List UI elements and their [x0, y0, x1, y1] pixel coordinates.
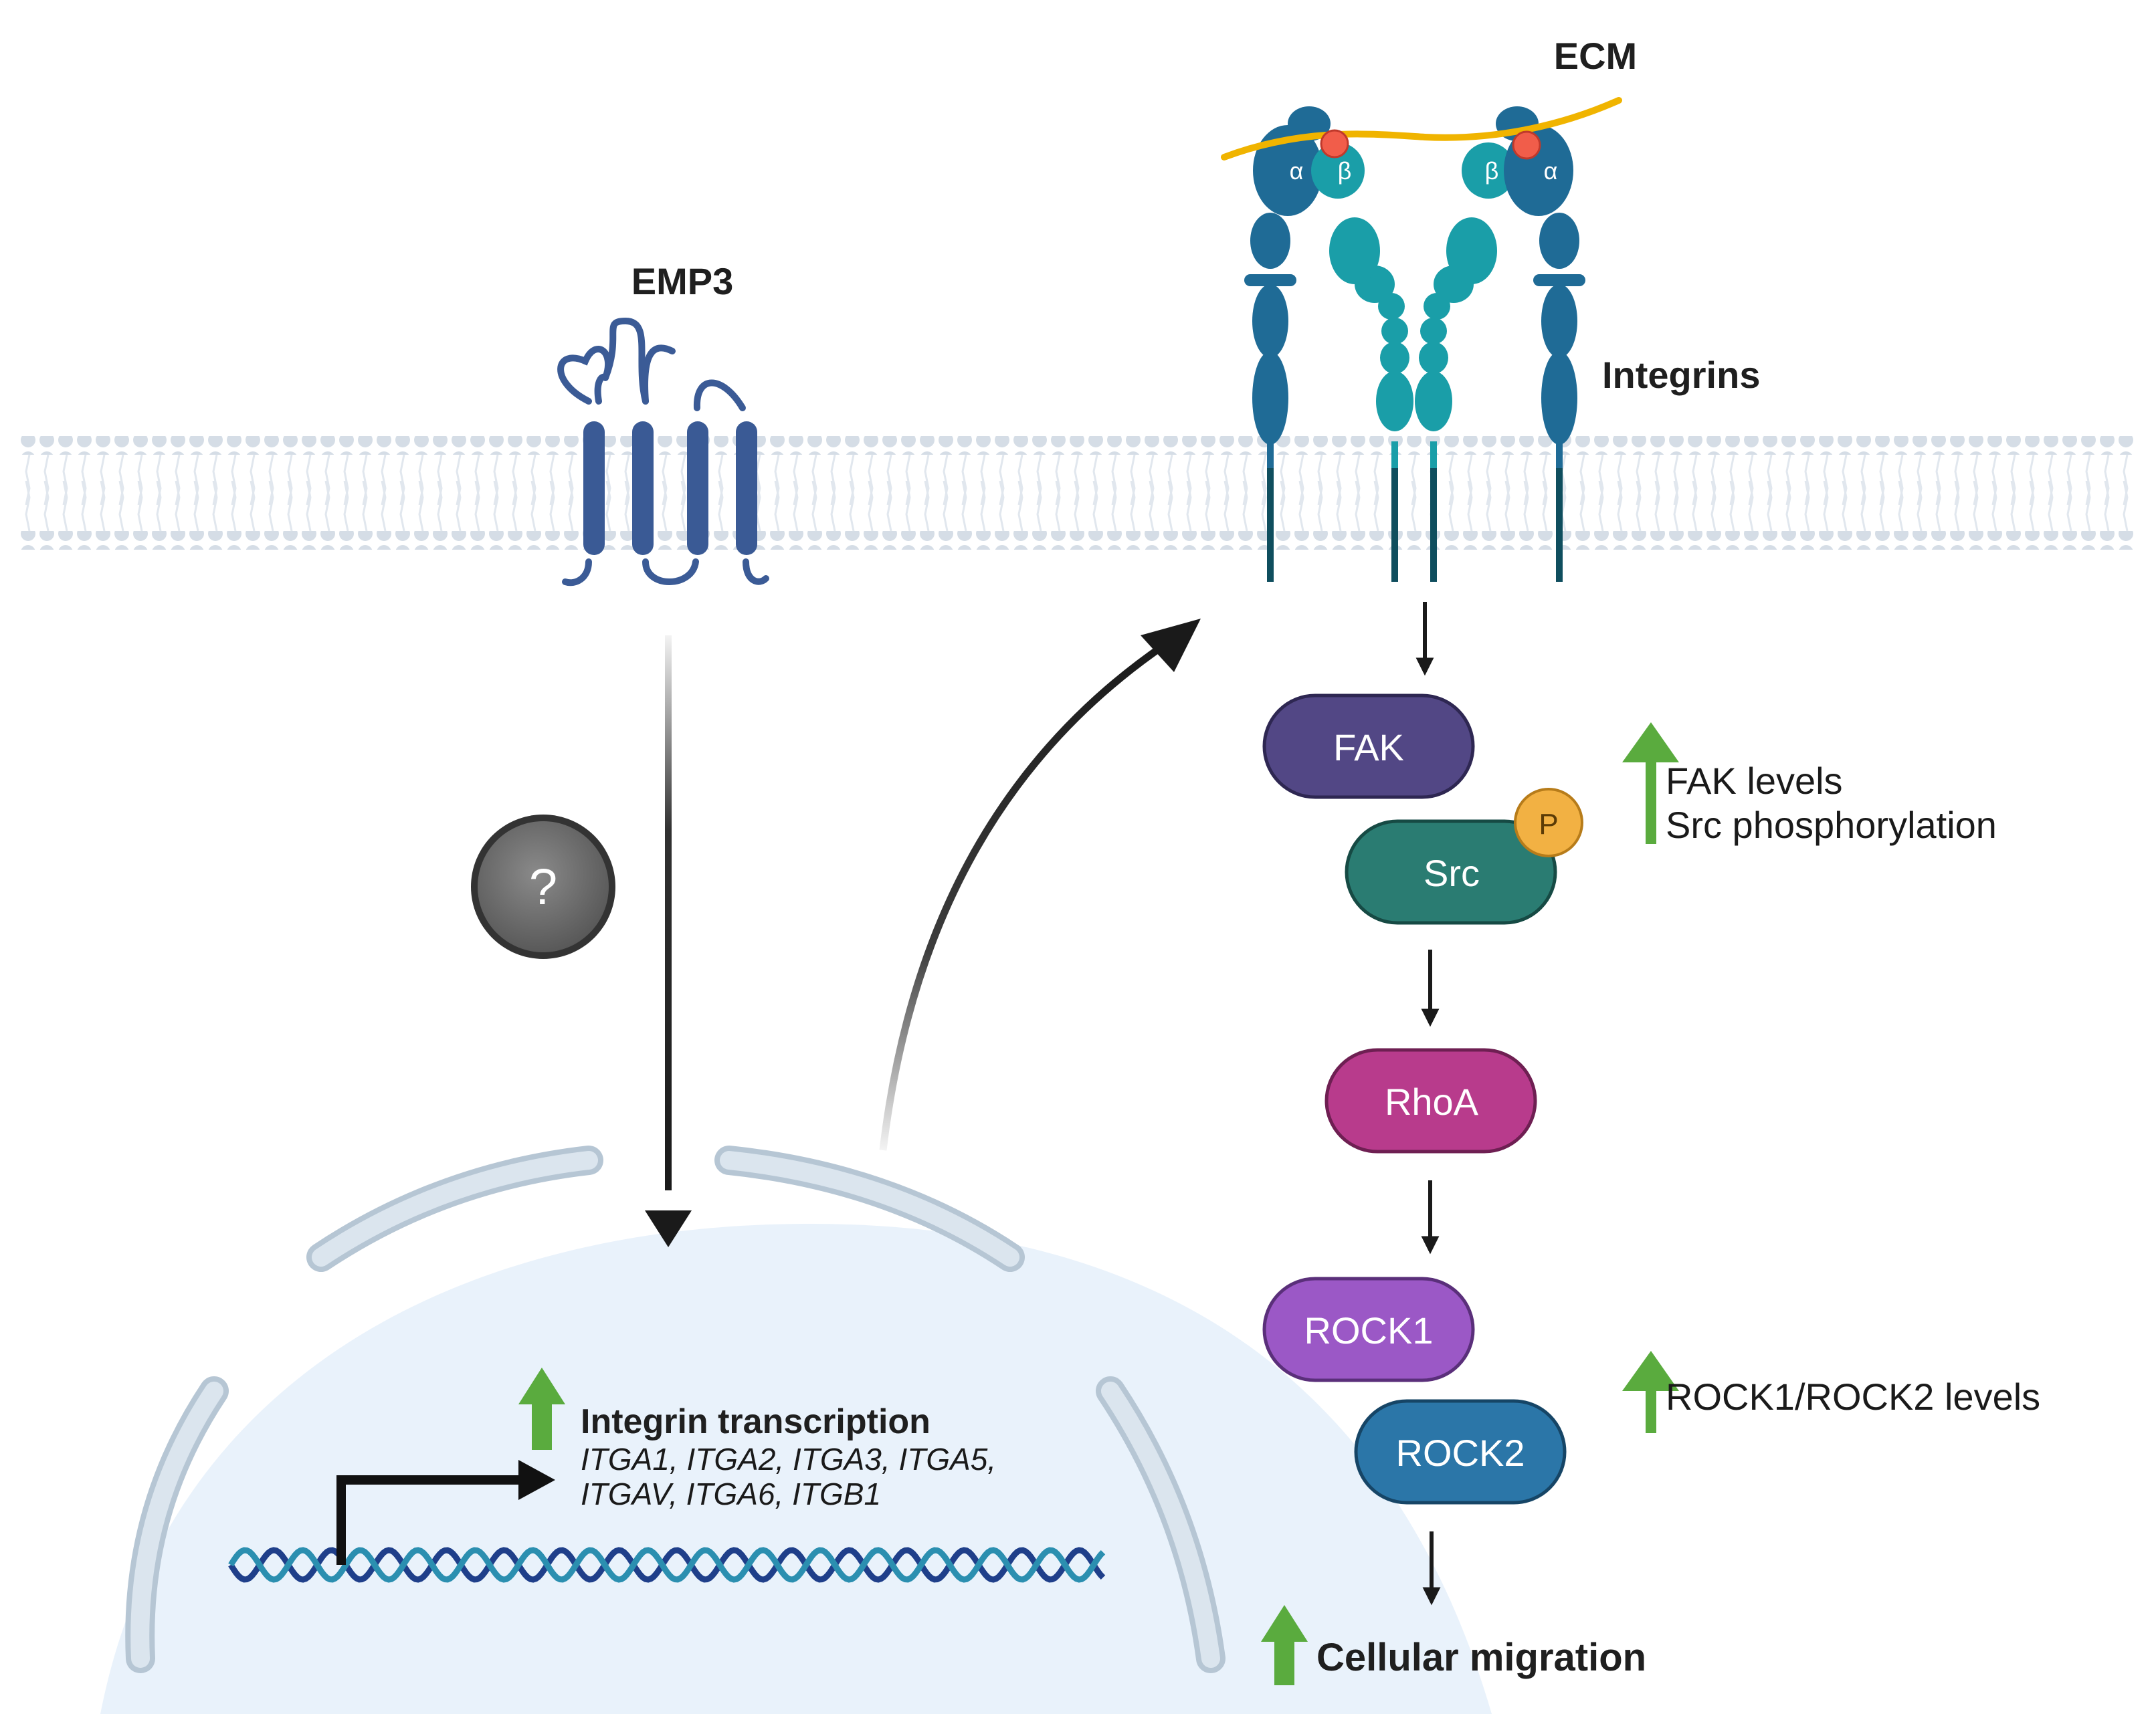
integrin-alpha-left-label: α [1290, 157, 1304, 185]
cellular-migration-label: Cellular migration [1316, 1636, 1646, 1679]
up-arrow-migration [1261, 1605, 1308, 1685]
rhoa-node: RhoA [1325, 1048, 1537, 1154]
fak-levels-label: FAK levels [1666, 760, 1843, 802]
emp3-protein [557, 317, 769, 586]
rock1-node: ROCK1 [1262, 1277, 1475, 1382]
fak-node: FAK [1262, 693, 1475, 799]
transcription-start-arrow [336, 1460, 555, 1565]
integrin-genes-line2: ITGAV, ITGA6, ITGB1 [581, 1477, 881, 1511]
emp3-label: EMP3 [631, 260, 734, 302]
integrin-beta-left-label: β [1338, 157, 1352, 185]
question-mark: ? [529, 859, 557, 916]
fak-label: FAK [1333, 726, 1404, 768]
dna-helix [228, 1547, 1106, 1583]
nucleus [100, 1146, 1492, 1714]
pathway-arrows [1415, 602, 1441, 1606]
up-arrow-transcription [518, 1368, 565, 1450]
integrin-alpha-right-label: α [1544, 157, 1558, 185]
integrin-genes-line1: ITGA1, ITGA2, ITGA3, ITGA5, [581, 1442, 996, 1477]
unknown-mechanism-badge: ? [471, 815, 615, 959]
rock-levels-label: ROCK1/ROCK2 levels [1666, 1376, 2040, 1418]
integrin-heterodimers: α β β [1244, 106, 1585, 582]
integrins-label: Integrins [1602, 354, 1760, 396]
src-phosphorylation-label: Src phosphorylation [1666, 804, 1997, 846]
emp3-to-nucleus-arrow [645, 635, 692, 1247]
phospho-label: P [1539, 808, 1558, 841]
rock2-node: ROCK2 [1354, 1399, 1567, 1505]
rock1-label: ROCK1 [1304, 1309, 1434, 1352]
up-arrow-rock [1622, 1351, 1679, 1433]
ecm-fiber [1221, 97, 1622, 160]
nucleus-to-integrin-arrow [879, 619, 1201, 1151]
ecm-label: ECM [1554, 35, 1637, 77]
phospho-badge: P [1514, 788, 1583, 857]
rhoa-label: RhoA [1385, 1081, 1479, 1123]
up-arrow-fak [1622, 722, 1679, 844]
ecm-ligand-right [1512, 130, 1541, 160]
rock2-label: ROCK2 [1396, 1432, 1525, 1474]
integrin-beta-right-label: β [1485, 157, 1499, 185]
src-label: Src [1424, 852, 1480, 894]
ecm-ligand-left [1320, 129, 1349, 158]
src-node: Src [1345, 819, 1557, 925]
emp3-transmembrane-helices [583, 421, 757, 555]
cell-membrane [20, 436, 2134, 550]
integrin-transcription-label: Integrin transcription [581, 1402, 930, 1441]
